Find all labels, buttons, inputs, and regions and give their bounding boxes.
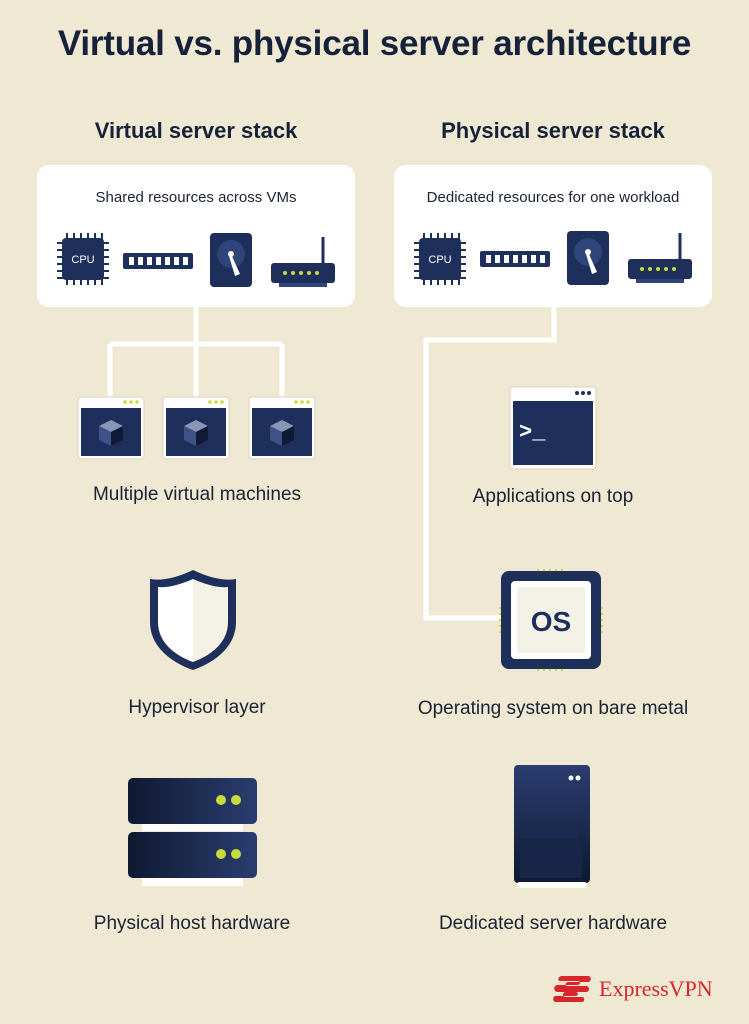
terminal-prompt: >_ <box>519 420 546 445</box>
ram-icon <box>123 253 193 269</box>
shield-icon <box>150 570 236 670</box>
brand-name: ExpressVPN <box>599 976 713 1001</box>
dedicated-resources-label: Dedicated resources for one workload <box>426 189 680 206</box>
cpu-icon: CPU <box>57 233 109 285</box>
dedicated-server-hardware-label: Dedicated server hardware <box>438 913 668 934</box>
shared-resources-label: Shared resources across VMs <box>95 189 297 206</box>
os-chip-icon: OS <box>499 569 603 671</box>
cpu-label: CPU <box>428 254 451 266</box>
router-icon <box>271 237 335 287</box>
applications-label: Applications on top <box>472 486 634 507</box>
virtual-machine-icon <box>248 396 316 460</box>
hard-drive-icon <box>210 233 252 287</box>
server-rack-icon <box>128 778 257 886</box>
router-icon <box>628 233 692 283</box>
cpu-label: CPU <box>71 254 94 266</box>
hypervisor-label: Hypervisor layer <box>128 697 266 718</box>
terminal-icon: >_ <box>509 386 597 470</box>
physical-host-hardware-label: Physical host hardware <box>93 913 291 934</box>
dedicated-resources-card: Dedicated resources for one workload CPU <box>394 165 712 307</box>
ram-icon <box>480 251 550 267</box>
expressvpn-logo-icon <box>553 976 591 1002</box>
cpu-icon: CPU <box>414 233 466 285</box>
virtual-stack-heading: Virtual server stack <box>94 118 298 143</box>
shared-resources-card: Shared resources across VMs CPU <box>37 165 355 307</box>
tower-server-icon <box>514 765 590 888</box>
virtual-machines-label: Multiple virtual machines <box>92 484 302 505</box>
operating-system-label: Operating system on bare metal <box>417 698 689 719</box>
virtual-machine-icon <box>162 396 230 460</box>
physical-stack-heading: Physical server stack <box>441 118 665 143</box>
virtual-machine-icon <box>77 396 145 460</box>
os-chip-label: OS <box>531 606 571 637</box>
page-title: Virtual vs. physical server architecture <box>57 24 692 63</box>
hard-drive-icon <box>567 231 609 285</box>
